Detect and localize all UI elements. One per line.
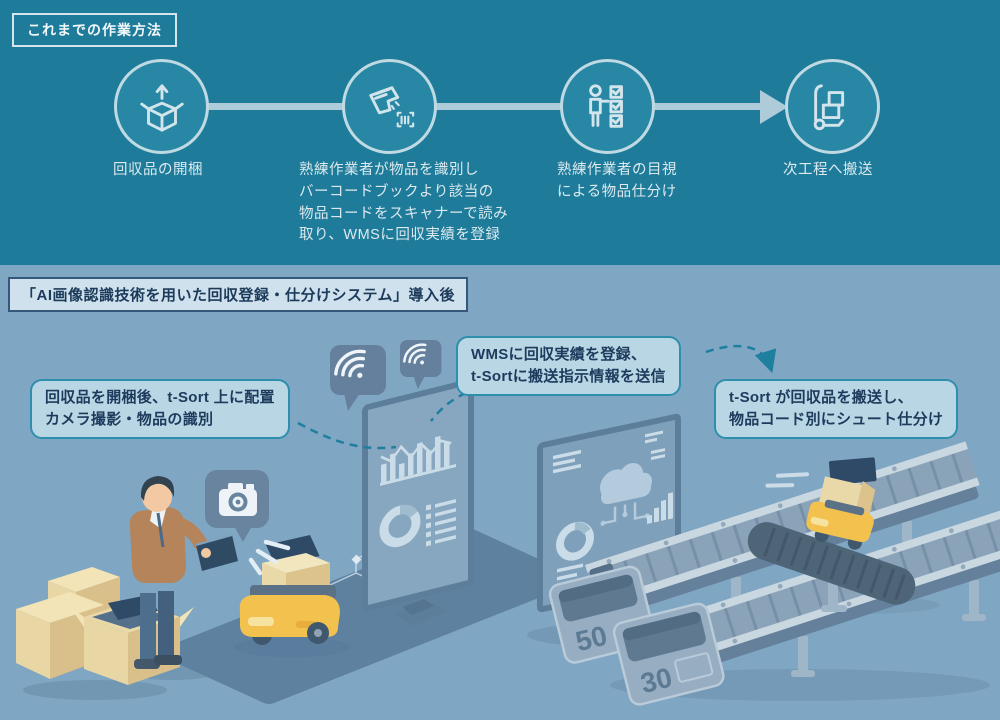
bin-label-50: 50 — [572, 620, 610, 658]
t-sort-robot-right — [765, 457, 877, 550]
wifi-bubble-large — [330, 345, 386, 411]
item-on-box — [828, 457, 877, 485]
donut-chart — [379, 504, 421, 548]
chute-bin-30: 30 — [612, 602, 725, 706]
wifi-icon — [403, 343, 427, 365]
text-rows — [553, 430, 665, 581]
t-sort-robot-left — [234, 535, 350, 657]
flow-arrowhead-icon — [760, 90, 788, 124]
wifi-icon — [334, 349, 366, 378]
bar-line-chart — [380, 435, 456, 487]
callout-sort-chute: t-Sort が回収品を搬送し、 物品コード別にシュート仕分け — [714, 379, 959, 439]
cloud-icon — [600, 463, 652, 505]
step-label-unbox: 回収品の開梱 — [113, 162, 203, 178]
step-circle-inspect — [560, 59, 655, 154]
before-section: これまでの作業方法 — [0, 0, 1000, 265]
motion-lines — [765, 472, 810, 488]
after-title: 「AI画像認識技術を用いた回収登録・仕分けシステム」導入後 — [8, 277, 469, 312]
flow-connector — [160, 103, 768, 110]
dash-wms-to-sort-arrow — [705, 344, 777, 374]
step-circle-scan — [342, 59, 437, 154]
list-rows — [426, 499, 456, 547]
step-circle-transport — [785, 59, 880, 154]
robot-track — [747, 522, 916, 612]
step-label-transport: 次工程へ搬送 — [783, 162, 873, 178]
callout-place-capture: 回収品を開梱後、t-Sort 上に配置 カメラ撮影・物品の識別 — [30, 379, 290, 439]
camera-icon — [219, 483, 257, 516]
unbox-icon — [139, 83, 184, 132]
flash-lines — [248, 539, 291, 576]
barcode-scanner-icon — [368, 85, 414, 127]
callout-wms-register: WMSに回収実績を登録、 t-Sortに搬送指示情報を送信 — [456, 336, 681, 396]
step-label-scan: 熟練作業者が物品を識別し バーコードブックより該当の 物品コードをスキャナーで読… — [299, 162, 509, 244]
camera-bubble — [205, 470, 291, 576]
isometric-illustration: 50 30 — [16, 340, 1000, 706]
step-label-inspect: 熟練作業者の目視 による物品仕分け — [557, 162, 677, 200]
handtruck-icon — [813, 83, 844, 130]
worker — [129, 476, 238, 669]
mini-bar-chart — [647, 492, 673, 524]
wifi-bubble-small — [400, 340, 442, 389]
tablet — [196, 535, 238, 571]
dashboard-screen-left — [362, 378, 474, 626]
donut-chart — [556, 521, 594, 561]
step-circle-unbox — [114, 59, 209, 154]
bin-label-30: 30 — [637, 662, 675, 700]
before-title: これまでの作業方法 — [12, 13, 177, 47]
visual-inspection-icon — [588, 83, 623, 128]
after-section: 50 30 — [0, 265, 1000, 720]
